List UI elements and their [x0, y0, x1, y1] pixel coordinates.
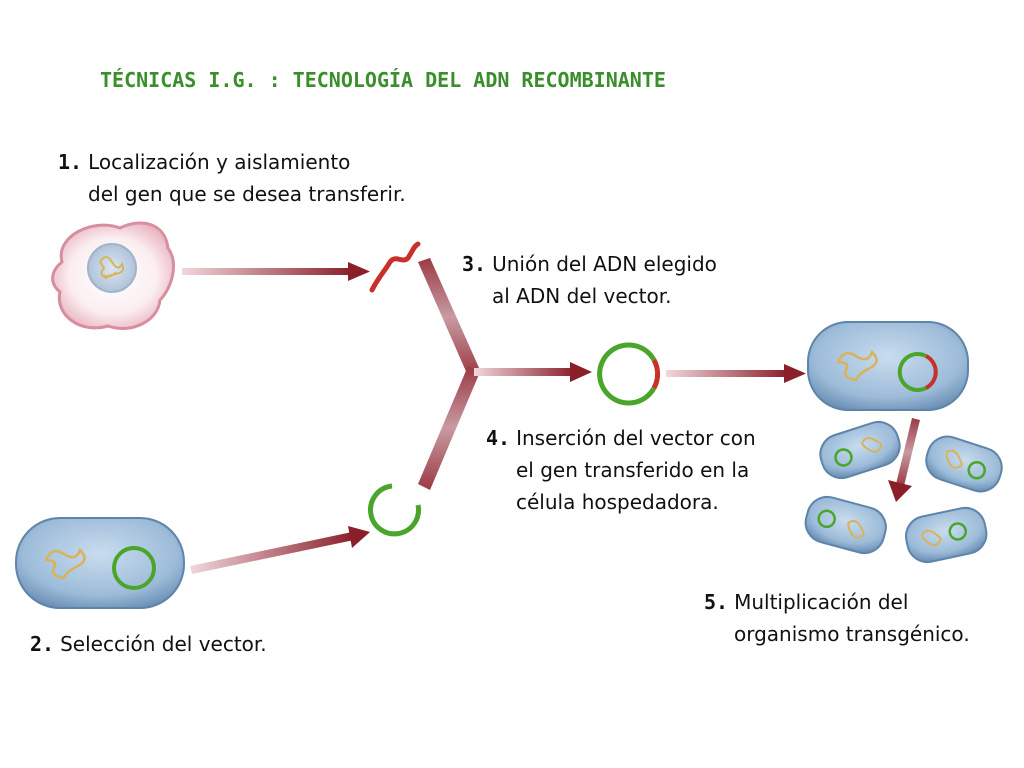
branch-join	[418, 258, 592, 490]
cell-nucleus	[87, 243, 137, 293]
page-title: TÉCNICAS I.G. : TECNOLOGÍA DEL ADN RECOM…	[100, 68, 666, 92]
step-5-number: 5.	[704, 590, 729, 614]
step-3-label: 3.Unión del ADN elegido al ADN del vecto…	[462, 248, 717, 312]
step-4-line1: Inserción del vector con	[516, 426, 756, 450]
offspring-bacteria	[804, 420, 1003, 564]
step-4-line3: célula hospedadora.	[516, 490, 719, 514]
vector-bacterium	[15, 517, 185, 609]
donor-cell	[51, 221, 175, 330]
step-3-number: 3.	[462, 252, 487, 276]
step-2-label: 2.Selección del vector.	[30, 628, 267, 660]
step-2-line1: Selección del vector.	[60, 632, 267, 656]
recombinant-plasmid	[597, 342, 661, 406]
step-4-number: 4.	[486, 426, 511, 450]
arrow-select-vector	[190, 526, 370, 574]
step-1-number: 1.	[58, 150, 83, 174]
step-5-line2: organismo transgénico.	[734, 622, 970, 646]
step-3-line1: Unión del ADN elegido	[492, 252, 717, 276]
step-1-line1: Localización y aislamiento	[88, 150, 351, 174]
open-plasmid	[368, 483, 421, 537]
step-2-number: 2.	[30, 632, 55, 656]
step-4-line2: el gen transferido en la	[516, 458, 750, 482]
step-1-label: 1.Localización y aislamiento del gen que…	[58, 146, 406, 210]
step-3-line2: al ADN del vector.	[492, 284, 672, 308]
bacterium-plasmid	[112, 546, 156, 590]
isolated-gene	[369, 241, 421, 293]
step-4-label: 4.Inserción del vector con el gen transf…	[486, 422, 756, 518]
host-bacterium	[807, 321, 969, 411]
step-5-label: 5.Multiplicación del organismo transgéni…	[704, 586, 970, 650]
arrow-insert-vector	[666, 364, 806, 383]
step-1-line2: del gen que se desea transferir.	[88, 182, 406, 206]
step-5-line1: Multiplicación del	[734, 590, 909, 614]
arrow-multiply	[888, 418, 920, 502]
arrow-isolate-gene	[182, 262, 370, 281]
